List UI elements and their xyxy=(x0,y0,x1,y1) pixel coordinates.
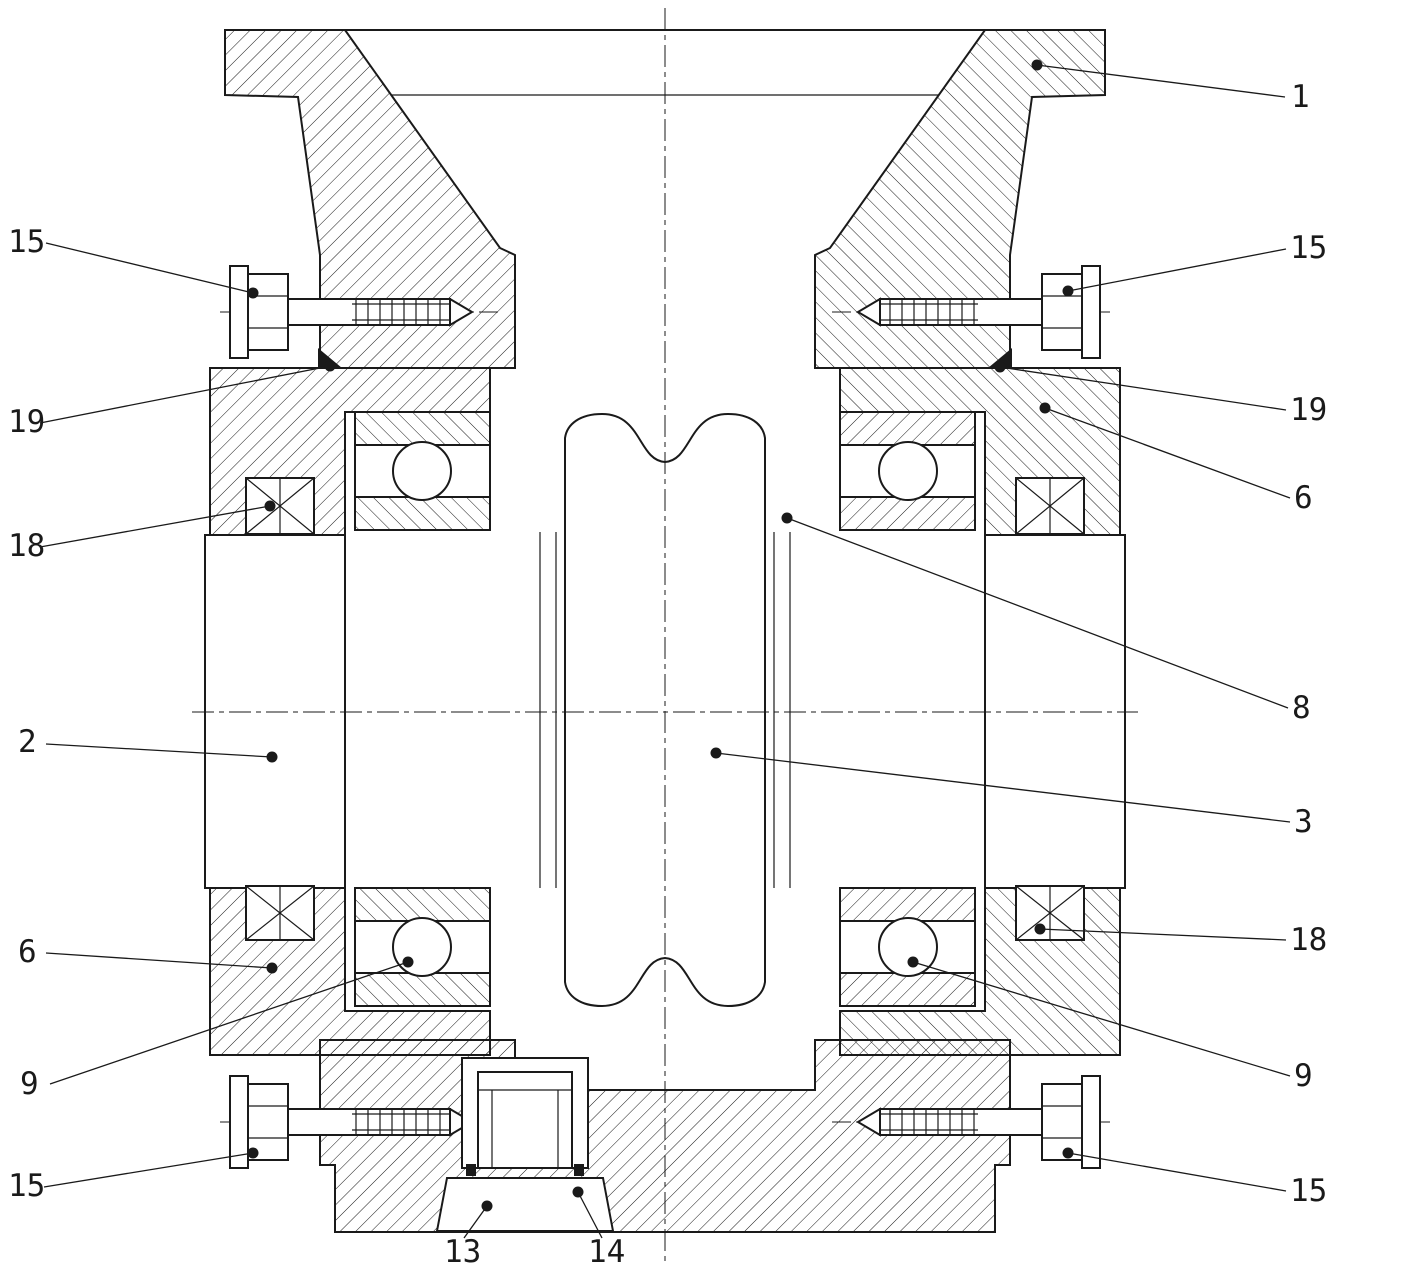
callout-15-bottom-left: 15 xyxy=(8,1147,259,1204)
callout-dot xyxy=(1031,59,1043,71)
callout-label: 19 xyxy=(1290,392,1327,428)
callout-label: 9 xyxy=(20,1066,39,1102)
callout-dot xyxy=(1062,1147,1074,1159)
callout-9-right: 9 xyxy=(907,956,1313,1094)
central-shaft xyxy=(564,412,766,1008)
gasket-left xyxy=(318,348,342,368)
callout-1: 1 xyxy=(1031,59,1310,115)
callout-label: 2 xyxy=(18,724,37,760)
centerlines xyxy=(192,8,1138,1262)
callout-15-bottom-right: 15 xyxy=(1062,1147,1327,1209)
callout-label: 15 xyxy=(1290,1173,1327,1209)
plug-seal-left xyxy=(466,1164,476,1176)
callout-label: 18 xyxy=(8,528,45,564)
callout-14: 14 xyxy=(572,1186,625,1268)
callout-6-left: 6 xyxy=(18,934,278,974)
bolt-bottom-left xyxy=(220,1075,498,1169)
callout-dot xyxy=(994,361,1006,373)
callout-dot xyxy=(247,287,259,299)
callout-13: 13 xyxy=(444,1200,493,1268)
callout-dot xyxy=(710,747,722,759)
callout-label: 15 xyxy=(8,1168,45,1204)
callout-18-right: 18 xyxy=(1034,922,1327,958)
callout-dot xyxy=(402,956,414,968)
plug-seal-right xyxy=(574,1164,584,1176)
callout-dot xyxy=(907,956,919,968)
seal-bottom-right xyxy=(1015,885,1085,941)
seal-top-right xyxy=(1015,477,1085,535)
drain-plug-assembly xyxy=(435,1057,615,1232)
callout-18-left: 18 xyxy=(8,500,276,564)
callout-label: 15 xyxy=(8,224,45,260)
callout-dot xyxy=(247,1147,259,1159)
bearing-top-right xyxy=(839,411,976,531)
bolt-bottom-right xyxy=(832,1075,1110,1169)
callout-label: 1 xyxy=(1291,79,1310,115)
callout-15-top-right: 15 xyxy=(1062,230,1327,297)
callout-dot xyxy=(266,962,278,974)
callout-dot xyxy=(781,512,793,524)
callout-label: 19 xyxy=(8,404,45,440)
callouts: 1 2 3 6 6 8 9 xyxy=(8,59,1327,1268)
callout-label: 15 xyxy=(1290,230,1327,266)
callout-19-right: 19 xyxy=(994,361,1327,428)
callout-dot xyxy=(266,751,278,763)
callout-label: 8 xyxy=(1292,690,1311,726)
callout-9-left: 9 xyxy=(20,956,414,1102)
callout-dot xyxy=(264,500,276,512)
callout-dot xyxy=(1039,402,1051,414)
callout-label: 13 xyxy=(444,1234,481,1268)
seal-top-left xyxy=(245,477,315,535)
callout-2: 2 xyxy=(18,724,278,763)
bolt-top-right xyxy=(832,265,1110,359)
callout-label: 9 xyxy=(1294,1058,1313,1094)
seal-bottom-left xyxy=(245,885,315,941)
callout-3: 3 xyxy=(710,747,1313,840)
callout-label: 6 xyxy=(18,934,37,970)
callout-label: 3 xyxy=(1294,804,1313,840)
bolt-top-left xyxy=(220,265,498,359)
callout-dot xyxy=(324,360,336,372)
callout-label: 6 xyxy=(1294,480,1313,516)
callout-8: 8 xyxy=(781,512,1311,726)
callout-dot xyxy=(572,1186,584,1198)
callout-label: 14 xyxy=(588,1234,625,1268)
callout-dot xyxy=(1062,285,1074,297)
callout-label: 18 xyxy=(1290,922,1327,958)
spacer-sleeves xyxy=(539,532,791,888)
bearing-top-left xyxy=(354,411,491,531)
cover-plate xyxy=(435,1177,615,1232)
callout-19-left: 19 xyxy=(8,360,336,440)
callout-6-right: 6 xyxy=(1039,402,1313,516)
callout-dot xyxy=(1034,923,1046,935)
gasket-right xyxy=(988,348,1012,368)
bearing-bottom-left xyxy=(354,887,491,1007)
bearing-bottom-right xyxy=(839,887,976,1007)
callout-dot xyxy=(481,1200,493,1212)
callout-15-top-left: 15 xyxy=(8,224,259,299)
